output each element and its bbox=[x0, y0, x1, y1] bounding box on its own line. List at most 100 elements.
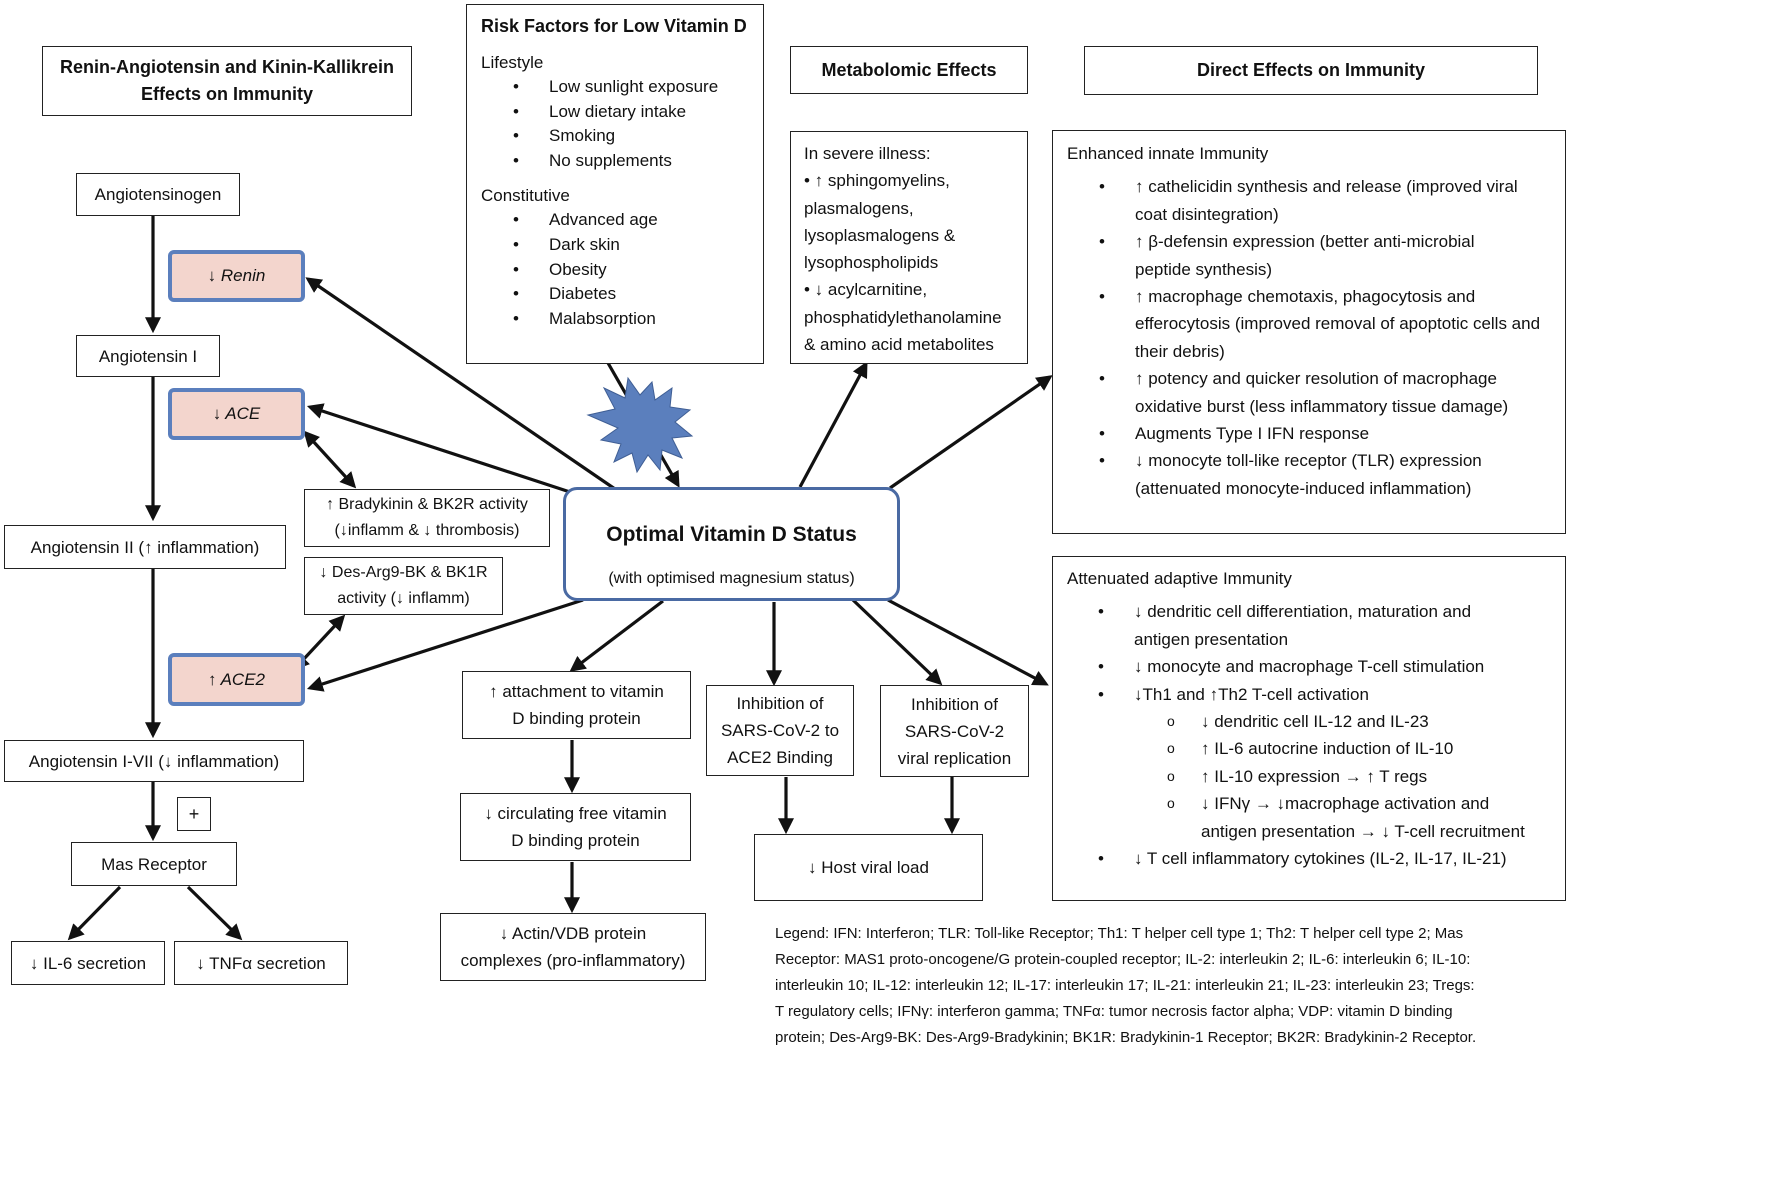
legend-line: Receptor: MAS1 proto-oncogene/G protein-… bbox=[775, 951, 1471, 968]
list-item: ↓ monocyte toll-like receptor (TLR) expr… bbox=[1099, 447, 1565, 502]
arrow-ace-bradykinin bbox=[303, 430, 357, 489]
risk-factors-title: Risk Factors for Low Vitamin D bbox=[481, 16, 747, 36]
metabolomic-line: lysoplasmalogens & bbox=[804, 225, 956, 245]
metabolomic-line: phosphatidylethanolamine bbox=[804, 307, 1002, 327]
list-item: Malabsorption bbox=[513, 307, 763, 332]
ace2-box: ↑ ACE2 bbox=[168, 653, 305, 706]
arrow-mas-to-il6 bbox=[67, 885, 122, 941]
list-item: Obesity bbox=[513, 258, 763, 283]
plus-label: + bbox=[188, 803, 200, 824]
bradykinin-box: ↑ Bradykinin & BK2R activity (↓inflamm &… bbox=[304, 489, 550, 547]
list-item: ↓ T cell inflammatory cytokines (IL-2, I… bbox=[1098, 845, 1565, 873]
list-item: Augments Type I IFN response bbox=[1099, 420, 1565, 448]
arrow-center-to-adaptive bbox=[887, 598, 1049, 686]
legend: Legend: IFN: Interferon; TLR: Toll-like … bbox=[775, 921, 1565, 1051]
angiotensin17-box: Angiotensin I-VII (↓ inflammation) bbox=[4, 740, 304, 782]
ace-label: ↓ ACE bbox=[212, 404, 261, 423]
list-item: ↑ macrophage chemotaxis, phagocytosis an… bbox=[1099, 283, 1565, 365]
bradykinin-line1: ↑ Bradykinin & BK2R activity bbox=[326, 496, 528, 513]
actin-line1: ↓ Actin/VDB protein bbox=[499, 924, 647, 943]
legend-line: protein; Des-Arg9-BK: Des-Arg9-Bradykini… bbox=[775, 1029, 1477, 1046]
list-item: Diabetes bbox=[513, 282, 763, 307]
attachment-box: ↑ attachment to vitamin D binding protei… bbox=[462, 671, 691, 739]
center-subtitle: (with optimised magnesium status) bbox=[608, 570, 855, 587]
innate-list: ↑ cathelicidin synthesis and release (im… bbox=[1099, 173, 1565, 502]
legend-line: T regulatory cells; IFNγ: interferon gam… bbox=[775, 1003, 1453, 1020]
inhibit-replication-line: SARS-CoV-2 bbox=[904, 721, 1005, 741]
list-item: Low dietary intake bbox=[513, 100, 763, 125]
sub-list-item: ↓ IFNγ → ↓macrophage activation andantig… bbox=[1167, 790, 1565, 845]
list-item: Low sunlight exposure bbox=[513, 75, 763, 100]
inhibit-binding-line: SARS-CoV-2 to bbox=[720, 721, 840, 740]
lifestyle-label: Lifestyle bbox=[481, 53, 544, 72]
list-item: Smoking bbox=[513, 124, 763, 149]
inhibit-replication-line: Inhibition of bbox=[911, 694, 998, 714]
list-item: Dark skin bbox=[513, 233, 763, 258]
arrow-mas-to-tnf bbox=[186, 885, 243, 941]
arrow-center-to-innate bbox=[889, 375, 1053, 490]
center-title: Optimal Vitamin D Status bbox=[606, 523, 857, 546]
metabolomic-title-box: Metabolomic Effects bbox=[790, 46, 1028, 94]
metabolomic-line: lysophospholipids bbox=[804, 253, 939, 273]
angiotensin2-box: Angiotensin II (↑ inflammation) bbox=[4, 525, 286, 569]
angiotensin17-label: Angiotensin I-VII (↓ inflammation) bbox=[28, 751, 280, 771]
desarg-line1: ↓ Des-Arg9-BK & BK1R bbox=[319, 564, 488, 581]
attachment-line2: D binding protein bbox=[512, 709, 641, 728]
list-item: ↑ cathelicidin synthesis and release (im… bbox=[1099, 173, 1565, 228]
angiotensin2-label: Angiotensin II (↑ inflammation) bbox=[30, 537, 260, 557]
legend-line: Legend: IFN: Interferon; TLR: Toll-like … bbox=[775, 925, 1464, 942]
list-item: ↑ β-defensin expression (better anti-mic… bbox=[1099, 228, 1565, 283]
constitutive-list: Advanced age Dark skin Obesity Diabetes … bbox=[513, 208, 763, 332]
desarg-line2: activity (↓ inflamm) bbox=[337, 590, 470, 607]
circulating-box: ↓ circulating free vitamin D binding pro… bbox=[460, 793, 691, 861]
ras-title-line2: Effects on Immunity bbox=[140, 84, 314, 104]
optimal-vitamin-d-box: Optimal Vitamin D Status (with optimised… bbox=[563, 487, 900, 601]
actin-line2: complexes (pro-inflammatory) bbox=[460, 951, 686, 970]
metabolomic-line: In severe illness: bbox=[804, 144, 931, 163]
ace-box: ↓ ACE bbox=[168, 388, 305, 440]
risk-factors-box: Risk Factors for Low Vitamin D Lifestyle… bbox=[466, 4, 764, 364]
arrow-center-to-ace bbox=[306, 403, 571, 494]
angiotensin1-label: Angiotensin I bbox=[98, 346, 198, 366]
angiotensinogen-label: Angiotensinogen bbox=[94, 185, 222, 204]
lifestyle-list: Low sunlight exposure Low dietary intake… bbox=[513, 75, 763, 173]
metabolomic-line: • ↓ acylcarnitine, bbox=[804, 280, 928, 300]
starburst-icon bbox=[586, 376, 694, 474]
inhibit-replication-line: viral replication bbox=[897, 748, 1012, 768]
immunity-title: Direct Effects on Immunity bbox=[1196, 60, 1426, 80]
list-item: ↓Th1 and ↑Th2 T-cell activation ↓ dendri… bbox=[1098, 681, 1565, 845]
inhibit-binding-line: Inhibition of bbox=[736, 694, 824, 713]
arrow-center-to-renin bbox=[305, 277, 616, 491]
arrow-center-to-ace2 bbox=[306, 598, 584, 692]
th-sublist: ↓ dendritic cell IL-12 and IL-23 ↑ IL-6 … bbox=[1167, 708, 1565, 845]
inhibit-binding-line: ACE2 Binding bbox=[727, 748, 833, 767]
adaptive-list: ↓ dendritic cell differentiation, matura… bbox=[1098, 598, 1565, 873]
arrow-ace2-desarg bbox=[293, 614, 346, 671]
host-viral-load-box: ↓ Host viral load bbox=[754, 834, 983, 901]
sub-list-item: ↑ IL-10 expression → ↑ T regs bbox=[1167, 763, 1565, 791]
plus-box: + bbox=[177, 797, 211, 831]
host-viral-load-label: ↓ Host viral load bbox=[808, 858, 929, 877]
sub-list-item: ↓ dendritic cell IL-12 and IL-23 bbox=[1167, 708, 1565, 736]
list-item: ↓ monocyte and macrophage T-cell stimula… bbox=[1098, 653, 1565, 681]
adaptive-immunity-label: Attenuated adaptive Immunity bbox=[1067, 569, 1292, 588]
innate-immunity-label: Enhanced innate Immunity bbox=[1067, 144, 1269, 163]
legend-line: interleukin 10; IL-12: interleukin 12; I… bbox=[775, 977, 1475, 994]
attachment-line1: ↑ attachment to vitamin bbox=[489, 682, 664, 701]
bradykinin-line2: (↓inflamm & ↓ thrombosis) bbox=[334, 522, 520, 539]
constitutive-label: Constitutive bbox=[481, 186, 570, 206]
metabolomic-line: & amino acid metabolites bbox=[804, 335, 994, 355]
inhibit-replication-box: Inhibition of SARS-CoV-2 viral replicati… bbox=[880, 685, 1029, 777]
sub-list-item: ↑ IL-6 autocrine induction of IL-10 bbox=[1167, 735, 1565, 763]
circulating-line1: ↓ circulating free vitamin bbox=[484, 804, 667, 823]
il6-box: ↓ IL-6 secretion bbox=[11, 941, 165, 985]
tnf-box: ↓ TNFα secretion bbox=[174, 941, 348, 985]
inhibit-binding-box: Inhibition of SARS-CoV-2 to ACE2 Binding bbox=[706, 685, 854, 776]
metabolomic-box: In severe illness: • ↑ sphingomyelins, p… bbox=[790, 131, 1028, 364]
arrow-center-to-attachment bbox=[569, 599, 664, 672]
immunity-title-box: Direct Effects on Immunity bbox=[1084, 46, 1538, 95]
angiotensinogen-box: Angiotensinogen bbox=[76, 173, 240, 216]
list-item: Advanced age bbox=[513, 208, 763, 233]
list-item: ↑ potency and quicker resolution of macr… bbox=[1099, 365, 1565, 420]
il6-label: ↓ IL-6 secretion bbox=[29, 953, 147, 973]
